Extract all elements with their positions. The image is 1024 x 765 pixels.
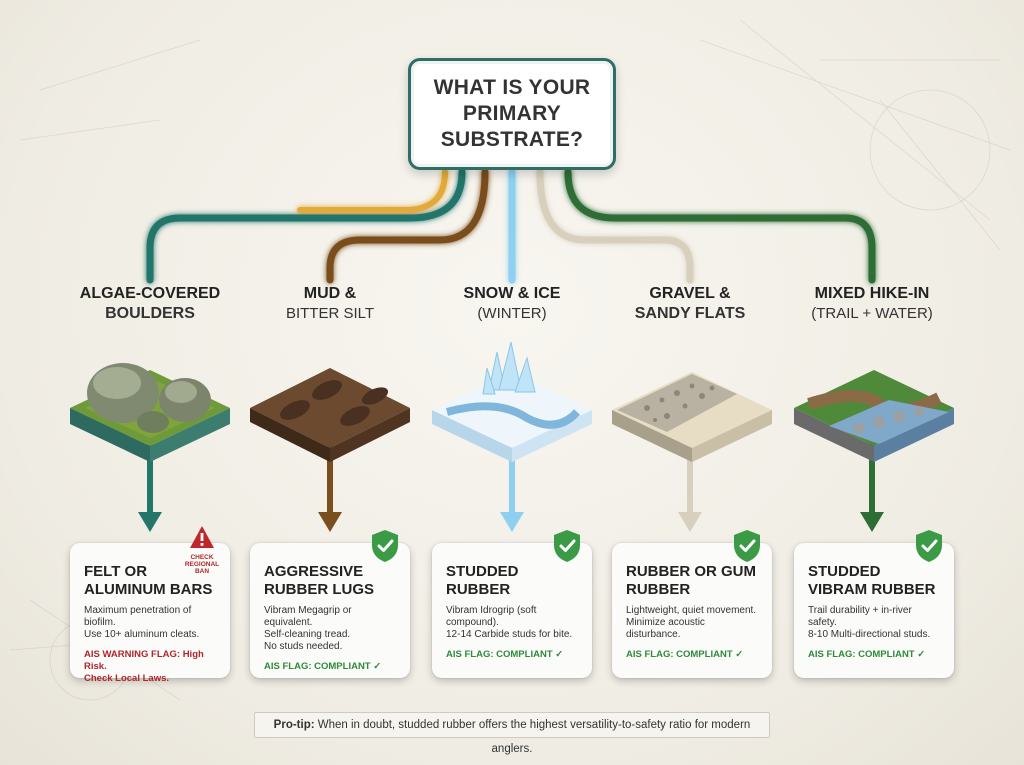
arrow-head-gravel: [678, 512, 702, 532]
ais-flag: AIS FLAG: COMPLIANT ✓: [446, 649, 564, 660]
solution-card-mud: AGGRESSIVE RUBBER LUGS Vibram Megagrip o…: [250, 530, 410, 678]
card-description: Vibram Idrogrip (soft compound). 12-14 C…: [446, 605, 573, 640]
card-title: STUDDED RUBBER: [446, 563, 519, 598]
ice-crystals-icon: [432, 341, 592, 462]
card-description: Maximum penetration of biofilm. Use 10+ …: [84, 605, 200, 640]
solution-card-hike: STUDDED VIBRAM RUBBER Trail durability +…: [794, 530, 954, 678]
check-shield-icon: [916, 530, 942, 562]
trail-river-icon: [794, 370, 954, 462]
connector-algae-yellow: [297, 169, 448, 213]
pro-tip-label: Pro-tip:: [273, 719, 315, 731]
card-description: Vibram Megagrip or equivalent. Self-clea…: [264, 605, 352, 652]
card-title: AGGRESSIVE RUBBER LUGS: [264, 563, 375, 598]
ais-flag: AIS FLAG: COMPLIANT ✓: [264, 661, 382, 672]
pro-tip-banner: Pro-tip: When in doubt, studded rubber o…: [254, 712, 770, 755]
root-question-title: WHAT IS YOUR PRIMARY SUBSTRATE?: [433, 76, 591, 151]
gravel-sand-icon: [612, 372, 772, 462]
pro-tip-text: When in doubt, studded rubber offers the…: [314, 719, 751, 755]
root-question-box: WHAT IS YOUR PRIMARY SUBSTRATE?: [408, 58, 616, 170]
category-label-mud: MUD & BITTER SILT: [285, 285, 375, 322]
check-shield-icon: [554, 530, 580, 562]
arrow-head-hike: [860, 512, 884, 532]
connector-hike: [564, 168, 876, 284]
card-description: Trail durability + in-river safety. 8-10…: [808, 605, 931, 640]
connector-algae: [146, 168, 466, 284]
warning-triangle-icon: [190, 526, 214, 548]
muddy-footprints-icon: [250, 368, 410, 462]
check-shield-icon: [734, 530, 760, 562]
check-shield-icon: [372, 530, 398, 562]
ais-flag: AIS FLAG: COMPLIANT ✓: [626, 649, 744, 660]
solution-card-snow: STUDDED RUBBER Vibram Idrogrip (soft com…: [432, 530, 592, 678]
mossy-boulders-icon: [70, 363, 230, 462]
solution-card-gravel: RUBBER OR GUM RUBBER Lightweight, quiet …: [612, 530, 772, 678]
connector-gravel: [536, 168, 694, 284]
card-title: STUDDED VIBRAM RUBBER: [808, 563, 936, 598]
solution-card-algae: CHECK REGIONAL BAN FELT OR ALUMINUM BARS…: [70, 526, 230, 684]
card-description: Lightweight, quiet movement. Minimize ac…: [626, 605, 757, 640]
category-label-hike: MIXED HIKE-IN (TRAIL + WATER): [811, 285, 933, 322]
ais-flag: AIS FLAG: COMPLIANT ✓: [808, 649, 926, 660]
card-title: RUBBER OR GUM RUBBER: [626, 563, 756, 598]
card-title: FELT OR ALUMINUM BARS: [84, 563, 213, 598]
arrow-head-algae: [138, 512, 162, 532]
check-regional-ban-badge: CHECK REGIONAL BAN: [180, 525, 224, 575]
arrow-head-snow: [500, 512, 524, 532]
category-label-algae: ALGAE-COVERED BOULDERS: [79, 285, 221, 322]
ais-flag: AIS WARNING FLAG: High Risk. Check Local…: [84, 649, 204, 684]
connector-mud: [326, 168, 489, 284]
category-label-snow: SNOW & ICE (WINTER): [463, 285, 561, 322]
category-label-gravel: GRAVEL & SANDY FLATS: [634, 285, 746, 322]
arrow-head-mud: [318, 512, 342, 532]
